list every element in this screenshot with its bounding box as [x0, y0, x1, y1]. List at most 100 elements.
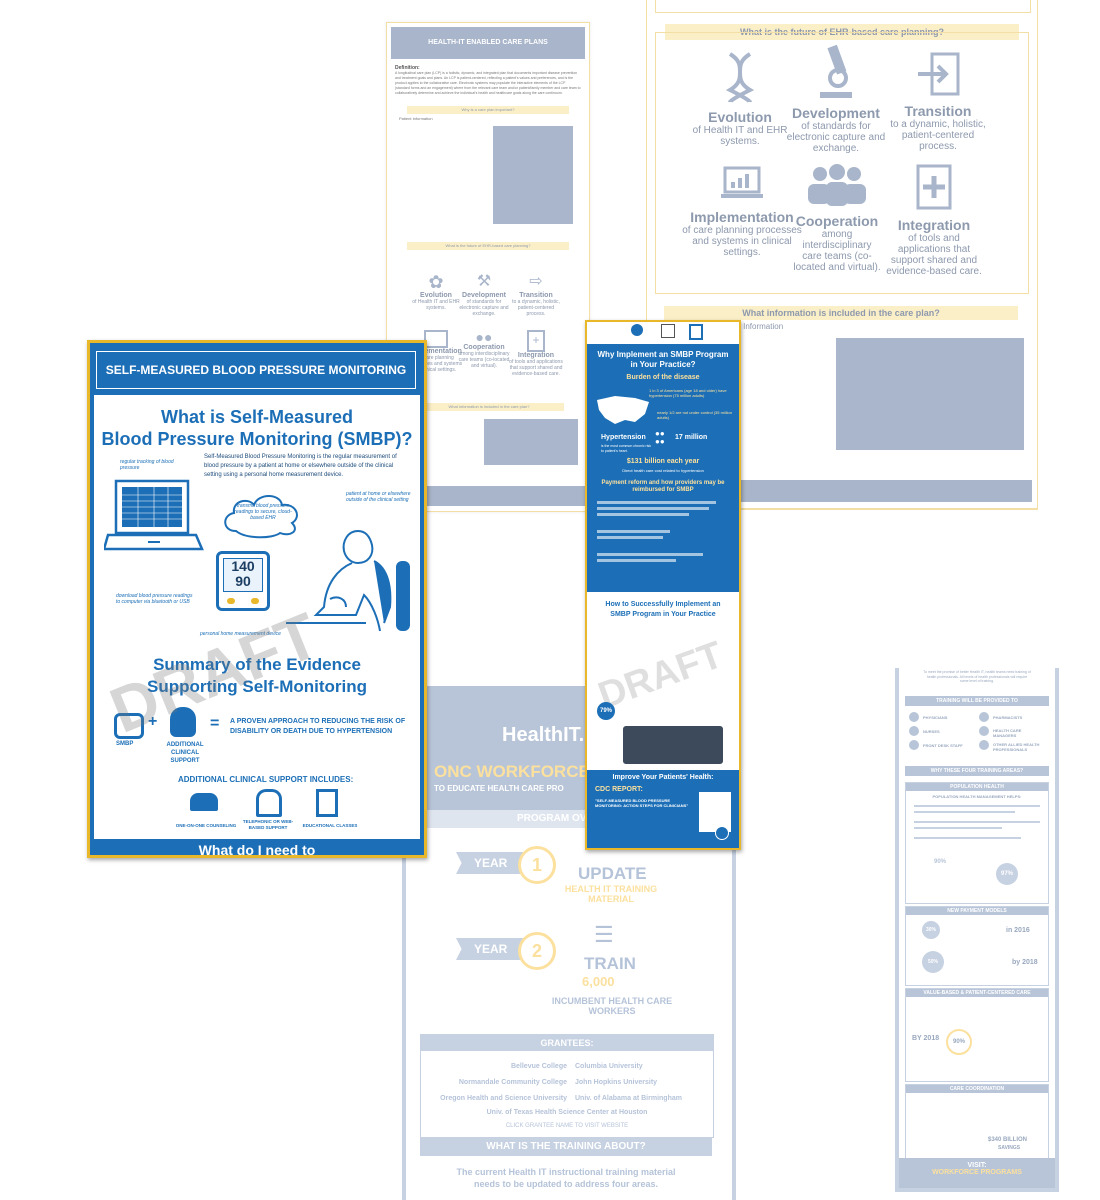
people-group-icon	[808, 164, 866, 206]
why-bar: WHY THESE FOUR TRAINING AREAS?	[905, 766, 1049, 776]
large-item-cooperation: Cooperation among interdisciplinary care…	[792, 164, 882, 273]
update-title: UPDATE	[578, 864, 647, 883]
item-cooperation: ●● Cooperation among interdisciplinary c…	[458, 329, 510, 369]
laptop-illustration	[104, 479, 204, 551]
book-icon: ☰	[594, 922, 614, 947]
how-title: How to Successfully Implement an SMBP Pr…	[605, 601, 721, 618]
large-item-development: Development of standards for electronic …	[786, 44, 886, 154]
year1-ribbon: YEAR 1	[456, 846, 556, 884]
support-title: ADDITIONAL CLINICAL SUPPORT INCLUDES:	[178, 775, 354, 784]
plus-document-icon	[916, 164, 952, 210]
value-box: VALUE-BASED & PATIENT-CENTERED CARE BY 2…	[905, 988, 1049, 1082]
question2-bar: What information is included in the care…	[664, 306, 1018, 320]
support-item: EDUCATIONAL CLASSES	[302, 823, 358, 828]
cost-sub: Direct health care cost related to hyper…	[622, 468, 704, 473]
smbp-header: SELF-MEASURED BLOOD PRESSURE MONITORING …	[96, 351, 416, 413]
grantee-link[interactable]: Bellevue College	[510, 1063, 567, 1070]
grantee-link[interactable]: John Hopkins University	[575, 1079, 658, 1086]
grantees-title: GRANTEES:	[421, 1035, 713, 1051]
about-text: The current Health IT instructional trai…	[456, 1167, 676, 1189]
usa-map-icon	[597, 396, 649, 424]
smbp-title-2: Blood Pressure Monitoring (SMBP)?	[101, 429, 413, 449]
careplan-small-grid: ✿ Evolution of Health IT and EHR systems…	[394, 272, 580, 392]
download-icon[interactable]	[715, 826, 729, 840]
ann-download: download blood pressure readings to comp…	[116, 593, 193, 605]
grantee-link[interactable]: Normandale Community College	[458, 1079, 567, 1086]
ann-tracking: regular tracking of blood pressure	[120, 459, 174, 471]
large-item-transition: Transition to a dynamic, holistic, patie…	[886, 50, 990, 152]
eq-result: A PROVEN APPROACH TO REDUCING THE RISK O…	[230, 718, 406, 735]
support-item: TELEPHONIC OR WEB-BASED SUPPORT	[242, 819, 294, 830]
q2-bar: What is the future of EHR-based care pla…	[407, 242, 569, 250]
year2-ribbon: YEAR 2	[456, 932, 556, 970]
definition-text: A longitudinal care plan (LCP) is a holi…	[395, 71, 581, 95]
careplan-small-footer	[388, 486, 586, 506]
smbp-card: SELF-MEASURED BLOOD PRESSURE MONITORING …	[87, 340, 427, 858]
microscope-icon: ⚒	[476, 273, 492, 290]
workforce-right: To meet the promise of better Health IT,…	[895, 668, 1059, 1192]
smbp-definition: Self-Measured Blood Pressure Monitoring …	[204, 454, 397, 478]
million-stat: 17 million	[675, 434, 708, 441]
nurse-icon	[170, 707, 196, 737]
grantee-link[interactable]: Oregon Health and Science University	[440, 1095, 567, 1102]
dna-icon: ✿	[428, 272, 444, 292]
report-thumbnail	[699, 792, 731, 832]
item-transition: ⇨ Transition to a dynamic, holistic, pat…	[512, 273, 560, 317]
stat2: nearly 1/2 are not under control (35 mil…	[657, 410, 732, 420]
stat1: 1 in 3 of Americans (age 18 and older) h…	[649, 388, 727, 398]
large-item-integration: Integration of tools and applications th…	[884, 162, 984, 277]
laptop-chart-icon	[424, 330, 448, 348]
coord-box: CARE COORDINATION $340 BILLION SAVINGS	[905, 1084, 1049, 1166]
onc-left-border	[402, 828, 406, 1200]
click-note: CLICK GRANTEE NAME TO VISIT WEBSITE	[505, 1123, 629, 1129]
ann-transmit: transmit blood pressure readings to secu…	[234, 503, 292, 521]
blue-poster: Why Implement an SMBP Program in Your Pr…	[585, 320, 741, 850]
laptop-chart-icon	[721, 166, 763, 198]
roles-grid: PHYSICIANS NURSES FRONT DESK STAFF PHARM…	[909, 712, 1045, 760]
grantee-link[interactable]: Univ. of Alabama at Birmingham	[575, 1095, 682, 1102]
plus-document-icon: +	[527, 330, 545, 352]
visit-block: VISIT: WORKFORCE PROGRAMS	[899, 1158, 1055, 1188]
pct-badge: 79%	[597, 702, 615, 720]
year2-badge: 2	[518, 932, 556, 970]
grantee-link[interactable]: Univ. of Texas Health Science Center at …	[486, 1109, 648, 1116]
item-evolution: ✿ Evolution of Health IT and EHR systems…	[412, 272, 460, 311]
smbp-footer: What do I need to	[90, 839, 424, 855]
burden-label: Burden of the disease	[626, 374, 700, 381]
grantee-link[interactable]: Columbia University	[575, 1063, 643, 1070]
cdc-text: "SELF-MEASURED BLOOD PRESSURE MONITORING…	[595, 798, 689, 808]
item-integration: + Integration of tools and applications …	[508, 330, 564, 377]
q3-bar: What information is included in the care…	[414, 403, 564, 411]
cloud-icon	[224, 495, 298, 539]
microscope-icon	[820, 44, 852, 98]
pct90-stat: 90%	[934, 859, 947, 865]
pct97-circle: 97%	[996, 863, 1018, 885]
equals-sign: =	[210, 715, 220, 732]
counseling-icon	[190, 793, 218, 811]
people-icon: ●●	[475, 329, 493, 345]
bp-systolic: 140	[231, 558, 255, 574]
info-label: Patient Information	[716, 322, 784, 331]
workforce-programs-link[interactable]: WORKFORCE PROGRAMS	[932, 1169, 1022, 1176]
hypertension-text: is the most common chronic risk to patie…	[601, 444, 651, 453]
summary-title-2: Supporting Self-Monitoring	[146, 677, 367, 696]
payment-box: NEW PAYMENT MODELS 30% in 2016 50% by 20…	[905, 906, 1049, 986]
wf-intro: To meet the promise of better Health IT,…	[923, 670, 1031, 683]
q1-sub: Patient Information	[399, 116, 433, 121]
hypertension-label: Hypertension	[601, 434, 646, 441]
transition-arrow-icon	[918, 52, 960, 96]
bp-diastolic: 90	[235, 573, 251, 589]
grantees-box: GRANTEES: Bellevue College Normandale Co…	[420, 1034, 714, 1138]
poster-blue-block	[587, 344, 739, 592]
q1-bar: Why is a care plan important?	[407, 106, 569, 114]
eq-support: ADDITIONAL CLINICAL SUPPORT	[166, 742, 204, 764]
item-development: ⚒ Development of standards for electroni…	[459, 273, 509, 317]
poster-title: Why Implement an SMBP Program in Your Pr…	[597, 350, 729, 369]
smbp-header-wrap: SELF-MEASURED BLOOD PRESSURE MONITORING …	[90, 343, 424, 413]
people-icons: ●●●●	[655, 429, 665, 446]
dna-icon	[725, 52, 755, 104]
poster-body-text	[597, 498, 729, 588]
about-bar: WHAT IS THE TRAINING ABOUT?	[420, 1138, 712, 1156]
image-placeholder	[493, 126, 573, 224]
careplan-small-header: HEALTH-IT ENABLED CARE PLANS	[391, 27, 585, 59]
